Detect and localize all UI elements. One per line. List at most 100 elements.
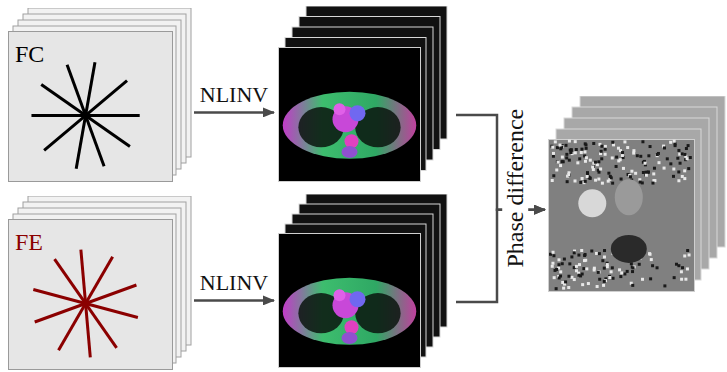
phase-noise <box>585 156 588 159</box>
phase-noise <box>648 252 651 255</box>
phase-noise <box>552 155 555 158</box>
phase-noise <box>617 147 620 150</box>
phase-noise <box>685 147 688 150</box>
phase-noise <box>615 156 618 159</box>
phase-noise <box>672 175 675 178</box>
kspace-panel <box>9 32 173 182</box>
phase-noise <box>610 270 613 273</box>
phase-noise <box>551 179 554 182</box>
phase-noise <box>552 251 555 254</box>
phase-image <box>549 140 695 292</box>
phase-noise <box>603 267 606 270</box>
kspace-panel <box>9 220 173 370</box>
phase-noise <box>577 254 580 257</box>
phase-noise <box>677 179 680 182</box>
phase-noise <box>636 154 639 157</box>
phase-noise <box>570 151 573 154</box>
phase-noise <box>641 140 644 143</box>
phase-noise <box>666 157 669 160</box>
edge-label: NLINV <box>200 272 268 294</box>
stack-drawing <box>8 8 192 182</box>
phase-noise <box>683 169 686 172</box>
phase-noise <box>639 155 642 158</box>
phase-noise <box>604 148 607 151</box>
flow-arrow <box>456 210 545 302</box>
phase-noise <box>552 254 555 257</box>
phase-noise <box>611 156 614 159</box>
phase-noise <box>565 144 568 147</box>
phase-noise <box>631 266 634 269</box>
phase-noise <box>651 182 654 185</box>
radial-spoke <box>44 81 127 151</box>
phase-noise <box>641 278 644 281</box>
phase-noise <box>669 141 672 144</box>
phase-noise <box>568 140 571 143</box>
phase-noise <box>680 270 683 273</box>
phase-noise <box>585 267 588 270</box>
phase-noise <box>567 275 570 278</box>
phase-noise <box>583 259 586 262</box>
phase-noise <box>626 270 629 273</box>
phase-noise <box>649 253 652 256</box>
kspace-stack: FE <box>8 196 192 370</box>
phase-noise <box>673 276 676 279</box>
phase-noise <box>578 263 581 266</box>
phase-noise <box>603 255 606 258</box>
phase-noise <box>623 140 626 143</box>
phase-noise <box>649 277 652 280</box>
phase-noise <box>673 140 676 143</box>
spine <box>342 146 358 158</box>
vessel <box>345 320 359 334</box>
phase-noise <box>565 156 568 159</box>
phase-noise <box>552 174 555 177</box>
phase-noise <box>653 167 656 170</box>
flow-arrow <box>194 299 274 302</box>
phase-noise <box>674 144 677 147</box>
phase-noise <box>559 144 562 147</box>
phase-noise <box>551 146 554 149</box>
phase-noise <box>575 148 578 151</box>
phase-noise <box>580 148 583 151</box>
phase-noise <box>589 177 592 180</box>
phase-noise <box>626 146 629 149</box>
phase-noise <box>603 249 606 252</box>
phase-noise <box>607 172 610 175</box>
stack-drawing <box>278 6 448 182</box>
phase-noise <box>644 173 647 176</box>
radial-spoke <box>35 285 137 322</box>
phase-noise <box>641 181 644 184</box>
phase-noise <box>592 168 595 171</box>
vessel <box>334 289 346 301</box>
magnitude-image <box>279 234 421 368</box>
phase-noise <box>597 178 600 181</box>
phase-noise <box>584 180 587 183</box>
phase-noise <box>551 265 554 268</box>
phase-noise <box>568 159 571 162</box>
phase-noise <box>615 165 618 168</box>
phase-noise <box>656 266 659 269</box>
phase-noise <box>564 280 567 283</box>
bright-vessel <box>578 189 606 217</box>
vessel <box>334 103 346 115</box>
phase-noise <box>634 172 637 175</box>
phase-noise <box>567 173 570 176</box>
phase-noise <box>586 175 589 178</box>
phase-noise <box>597 271 600 274</box>
phase-noise <box>601 259 604 262</box>
phase-noise <box>561 262 564 265</box>
vessel <box>350 291 366 307</box>
phase-noise <box>584 142 587 145</box>
phase-noise <box>587 282 590 285</box>
phase-noise <box>638 263 641 266</box>
operation-label: Phase difference <box>502 106 528 271</box>
phase-noise <box>683 153 686 156</box>
phase-noise <box>607 180 610 183</box>
phase-noise <box>556 146 559 149</box>
phase-noise <box>604 153 607 156</box>
phase-noise <box>559 164 562 167</box>
sequence-label: FE <box>15 230 43 254</box>
phase-noise <box>598 270 601 273</box>
sequence-label: FC <box>15 42 44 66</box>
phase-noise <box>582 267 585 270</box>
spine <box>342 332 358 344</box>
